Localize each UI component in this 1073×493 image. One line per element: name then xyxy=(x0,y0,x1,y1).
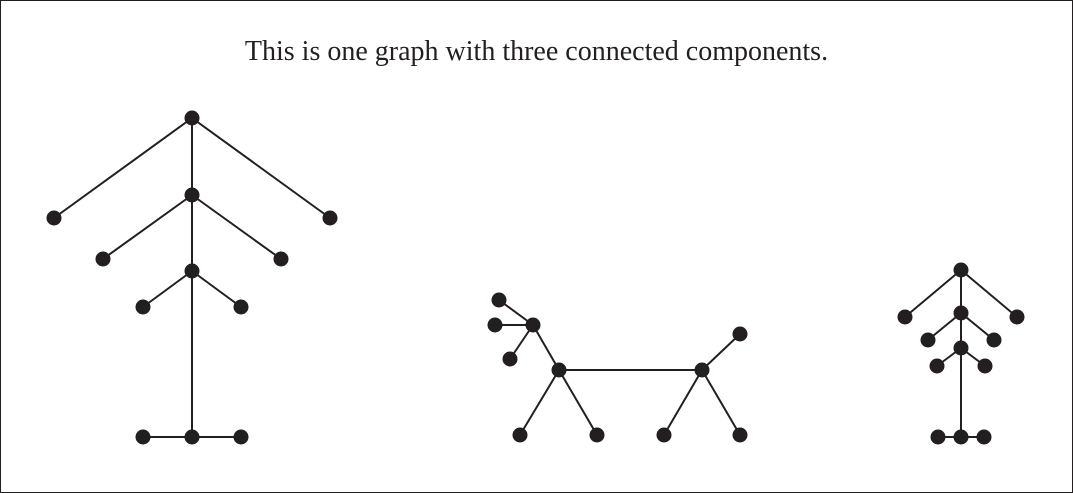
vertex xyxy=(184,187,200,203)
vertex xyxy=(512,427,528,443)
edge xyxy=(191,117,331,219)
vertex xyxy=(233,299,249,315)
vertex xyxy=(656,427,672,443)
edge xyxy=(904,269,962,318)
vertex xyxy=(953,262,969,278)
edge xyxy=(701,333,741,371)
edge xyxy=(142,270,193,308)
vertex xyxy=(920,332,936,348)
edge xyxy=(663,369,703,436)
component-horse xyxy=(487,292,748,443)
vertex xyxy=(184,263,200,279)
vertex xyxy=(977,358,993,374)
vertex xyxy=(46,210,62,226)
vertex xyxy=(930,429,946,445)
vertex xyxy=(184,110,200,126)
edge xyxy=(701,369,741,436)
vertex xyxy=(897,309,913,325)
vertex xyxy=(589,427,605,443)
vertex xyxy=(502,351,518,367)
vertex xyxy=(732,427,748,443)
vertex xyxy=(976,429,992,445)
vertex xyxy=(1009,309,1025,325)
vertex xyxy=(322,210,338,226)
vertex xyxy=(694,362,710,378)
vertex xyxy=(273,251,289,267)
vertex xyxy=(986,332,1002,348)
vertex xyxy=(135,299,151,315)
vertex xyxy=(929,358,945,374)
vertex xyxy=(487,317,503,333)
edge xyxy=(960,269,1018,318)
component-tree-large xyxy=(46,110,338,445)
edge xyxy=(102,194,193,260)
edge xyxy=(191,270,242,308)
edge xyxy=(191,194,282,260)
vertex xyxy=(953,305,969,321)
edge xyxy=(558,369,598,436)
edge xyxy=(53,117,193,219)
vertex xyxy=(953,429,969,445)
vertex xyxy=(233,429,249,445)
vertex xyxy=(95,251,111,267)
edge xyxy=(532,324,560,371)
vertex xyxy=(525,317,541,333)
vertex xyxy=(953,340,969,356)
vertex xyxy=(135,429,151,445)
figure-caption: This is one graph with three connected c… xyxy=(244,36,829,67)
vertex xyxy=(491,292,507,308)
vertex xyxy=(184,429,200,445)
edge xyxy=(519,369,560,436)
vertex xyxy=(732,326,748,342)
vertex xyxy=(551,362,567,378)
component-tree-small xyxy=(897,262,1025,445)
